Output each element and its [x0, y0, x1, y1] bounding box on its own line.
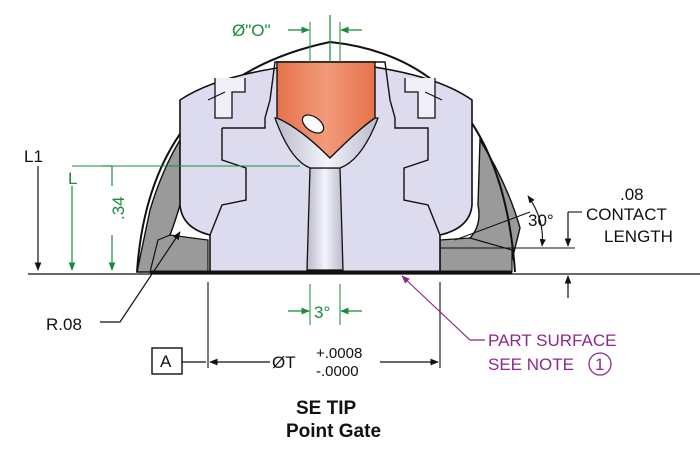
dim-34-label: .34	[109, 196, 128, 220]
l-label: L	[68, 169, 77, 188]
heater-tip	[276, 61, 376, 159]
dimension-green	[68, 15, 362, 325]
see-note-label: SEE NOTE	[488, 355, 574, 374]
l1-label: L1	[24, 147, 43, 166]
dia-t-label: ØT	[272, 353, 296, 372]
note-circle	[588, 352, 612, 376]
dia-o-label: Ø"O"	[232, 21, 271, 40]
note-number: 1	[595, 355, 604, 374]
tol-plus-label: +.0008	[316, 345, 362, 362]
length-word-label: LENGTH	[604, 227, 673, 246]
contact-word-label: CONTACT	[586, 205, 667, 224]
angle-30-label: 30°	[528, 211, 554, 230]
angle-3-label: 3°	[314, 303, 330, 322]
datum-box	[151, 347, 183, 375]
part-surface-leader	[401, 275, 485, 341]
r08-label: R.08	[46, 315, 82, 334]
mold-section	[136, 137, 521, 273]
title-line1: SE TIP	[296, 398, 357, 419]
gate-channel	[306, 167, 344, 271]
datum-a-label: A	[160, 352, 172, 371]
tip-hole	[301, 114, 325, 134]
dimension-black	[34, 166, 582, 368]
contact-08-label: .08	[620, 185, 644, 204]
part-surface-label: PART SURFACE	[488, 331, 616, 350]
title-line2: Point Gate	[286, 421, 381, 442]
tol-minus-label: -.0000	[316, 363, 359, 380]
